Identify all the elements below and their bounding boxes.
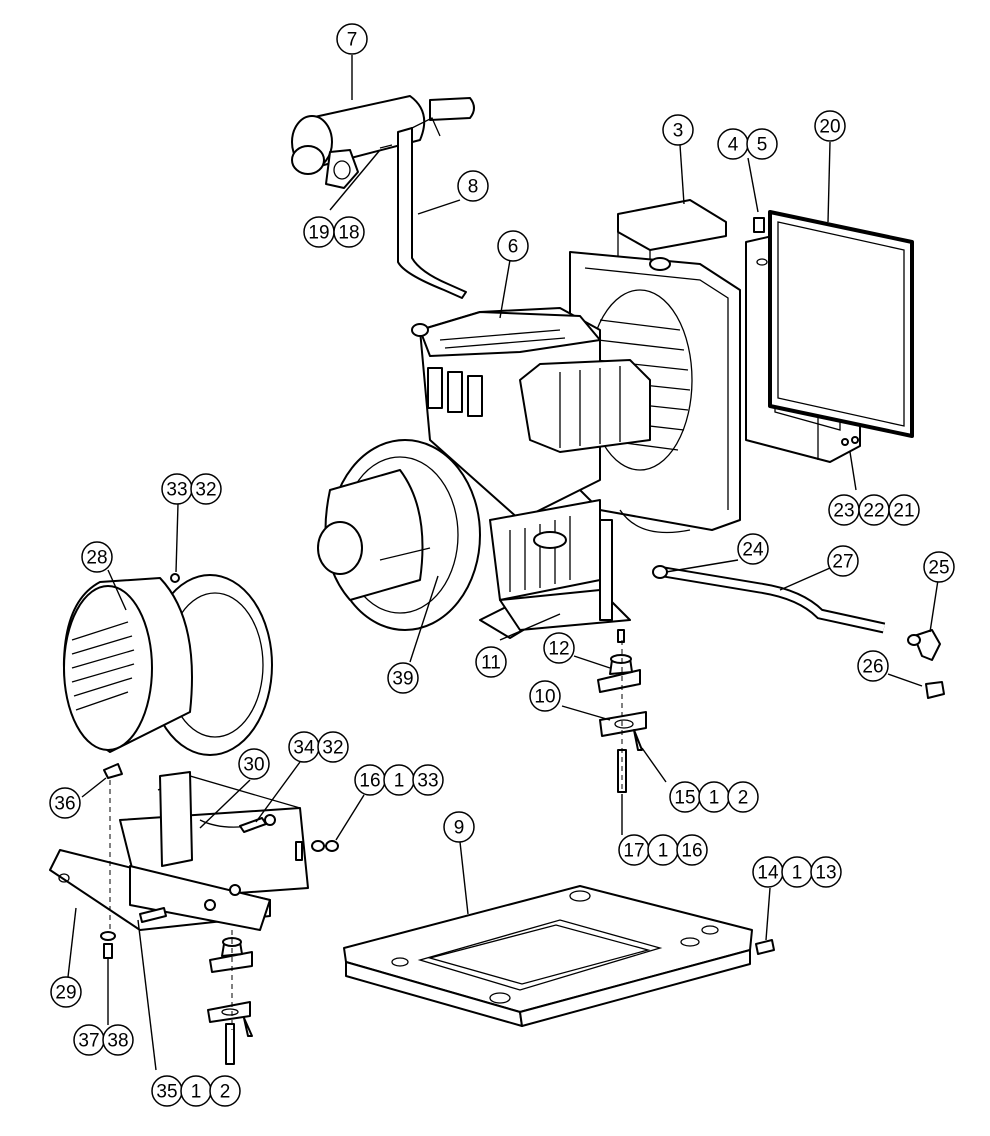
- svg-text:15: 15: [674, 788, 695, 809]
- svg-text:23: 23: [833, 501, 854, 522]
- callout-20: 20: [814, 110, 846, 142]
- hose: [652, 565, 886, 634]
- engine-mount-upper: [597, 629, 641, 693]
- callout-4-5: 4 5: [717, 128, 778, 160]
- svg-text:1: 1: [709, 788, 720, 809]
- svg-text:17: 17: [623, 841, 644, 862]
- generator-mount-lower: [207, 1001, 253, 1065]
- callout-23-22-21: 23 22 21: [828, 494, 920, 526]
- generator-base-frame: [49, 849, 271, 931]
- callout-6: 6: [497, 230, 529, 262]
- bolt-37-38: [100, 931, 116, 959]
- generator-mount-upper: [209, 937, 253, 973]
- callout-15-1-2: 15 1 2: [669, 781, 759, 813]
- callout-26: 26: [857, 650, 889, 682]
- callouts: 7 8 19 18 3 4 5 20 6 23 22 21 33 32: [49, 23, 955, 1107]
- svg-text:1: 1: [191, 1082, 202, 1103]
- svg-text:38: 38: [107, 1031, 128, 1052]
- svg-text:6: 6: [508, 237, 519, 258]
- svg-text:16: 16: [359, 771, 380, 792]
- svg-text:21: 21: [893, 501, 914, 522]
- svg-text:33: 33: [417, 771, 438, 792]
- callout-36: 36: [49, 787, 81, 819]
- svg-text:28: 28: [86, 548, 107, 569]
- svg-text:10: 10: [534, 687, 555, 708]
- callout-9: 9: [443, 811, 475, 843]
- muffler: [291, 95, 475, 189]
- svg-text:24: 24: [742, 540, 764, 561]
- gasket: [768, 210, 914, 438]
- callout-35-1-2: 35 1 2: [151, 1075, 241, 1107]
- callout-14-1-13: 14 1 13: [752, 856, 842, 888]
- svg-text:20: 20: [819, 117, 840, 138]
- svg-text:32: 32: [195, 480, 216, 501]
- muffler-bracket: [397, 117, 467, 299]
- svg-text:7: 7: [347, 30, 358, 51]
- svg-text:11: 11: [481, 653, 501, 674]
- svg-text:1: 1: [792, 863, 803, 884]
- svg-text:29: 29: [55, 983, 76, 1004]
- svg-text:8: 8: [468, 177, 479, 198]
- svg-text:35: 35: [156, 1082, 177, 1103]
- engine-flywheel-housing: [317, 439, 481, 631]
- callout-8: 8: [457, 170, 489, 202]
- leader-lines: [67, 55, 939, 1071]
- svg-text:12: 12: [548, 639, 569, 660]
- svg-text:25: 25: [928, 558, 949, 579]
- svg-text:9: 9: [454, 818, 465, 839]
- callout-39: 39: [387, 662, 419, 694]
- callout-19-18: 19 18: [303, 216, 365, 248]
- svg-text:33: 33: [166, 480, 187, 501]
- svg-text:5: 5: [757, 135, 768, 156]
- cap-fitting: [925, 681, 945, 699]
- svg-text:2: 2: [738, 788, 749, 809]
- engine-block: [411, 307, 651, 639]
- svg-text:27: 27: [832, 552, 853, 573]
- callout-25: 25: [923, 551, 955, 583]
- svg-text:30: 30: [243, 755, 264, 776]
- svg-text:3: 3: [673, 121, 684, 142]
- generator-housing: [62, 573, 273, 756]
- svg-text:32: 32: [322, 738, 343, 759]
- callout-37-38: 37 38: [73, 1024, 134, 1056]
- callout-11: 11: [475, 646, 507, 678]
- callout-7: 7: [336, 23, 368, 55]
- engine-base-rail: [499, 519, 631, 631]
- svg-text:34: 34: [293, 738, 315, 759]
- callout-29: 29: [50, 976, 82, 1008]
- svg-text:13: 13: [815, 863, 836, 884]
- callout-24: 24: [737, 533, 769, 565]
- svg-text:1: 1: [658, 841, 669, 862]
- svg-text:18: 18: [338, 223, 359, 244]
- base-frame: [343, 885, 775, 1027]
- callout-30: 30: [238, 748, 270, 780]
- svg-text:39: 39: [392, 669, 413, 690]
- callout-3: 3: [662, 114, 694, 146]
- callout-34-32: 34 32: [288, 731, 349, 763]
- clip: [103, 763, 123, 779]
- callout-16-1-33: 16 1 33: [354, 764, 444, 796]
- svg-text:14: 14: [757, 863, 779, 884]
- svg-text:4: 4: [728, 135, 739, 156]
- svg-text:26: 26: [862, 657, 883, 678]
- engine-mount-lower: [599, 711, 647, 793]
- callout-17-1-16: 17 1 16: [618, 834, 708, 866]
- elbow-fitting: [907, 629, 941, 661]
- callout-12: 12: [543, 632, 575, 664]
- svg-text:37: 37: [78, 1031, 99, 1052]
- svg-text:1: 1: [394, 771, 405, 792]
- svg-text:36: 36: [54, 794, 75, 815]
- bracket-bolts: [139, 814, 339, 923]
- svg-text:16: 16: [681, 841, 702, 862]
- callout-28: 28: [81, 541, 113, 573]
- svg-text:22: 22: [863, 501, 884, 522]
- svg-text:2: 2: [220, 1082, 231, 1103]
- svg-text:19: 19: [308, 223, 329, 244]
- callout-10: 10: [529, 680, 561, 712]
- callout-27: 27: [827, 545, 859, 577]
- callout-33-32: 33 32: [161, 473, 222, 505]
